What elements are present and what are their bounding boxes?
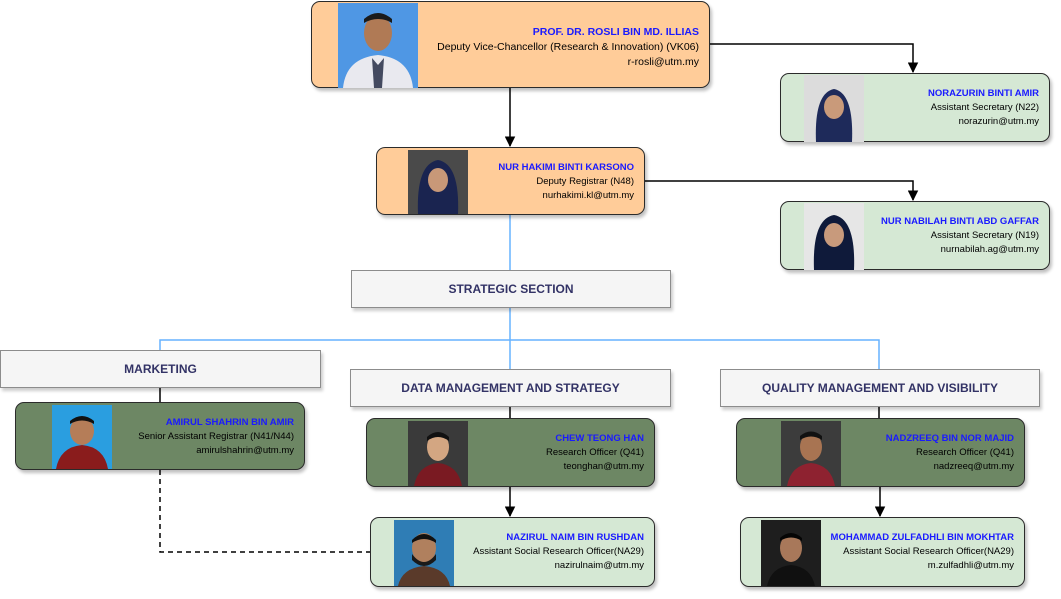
card-hakimi: NUR HAKIMI BINTI KARSONO Deputy Registra… bbox=[376, 147, 645, 215]
norazurin-name: NORAZURIN BINTI AMIR bbox=[928, 88, 1039, 99]
connector-dvc-norazurin bbox=[710, 43, 919, 74]
norazurin-photo bbox=[804, 75, 864, 142]
card-dvc: PROF. DR. ROSLI BIN MD. ILLIAS Deputy Vi… bbox=[311, 1, 710, 88]
nabilah-info: NUR NABILAH BINTI ABD GAFFAR Assistant S… bbox=[881, 215, 1039, 257]
norazurin-info: NORAZURIN BINTI AMIR Assistant Secretary… bbox=[928, 87, 1039, 129]
section-quality: QUALITY MANAGEMENT AND VISIBILITY bbox=[720, 369, 1040, 407]
dvc-title: Deputy Vice-Chancellor (Research & Innov… bbox=[437, 41, 699, 53]
dvc-name: PROF. DR. ROSLI BIN MD. ILLIAS bbox=[532, 26, 699, 38]
nadzreeq-title: Research Officer (Q41) bbox=[915, 447, 1014, 458]
zulfadhli-email: m.zulfadhli@utm.my bbox=[927, 560, 1014, 571]
hakimi-name: NUR HAKIMI BINTI KARSONO bbox=[498, 162, 634, 173]
card-norazurin: NORAZURIN BINTI AMIR Assistant Secretary… bbox=[780, 73, 1050, 142]
hakimi-title: Deputy Registrar (N48) bbox=[536, 176, 634, 187]
card-nadzreeq: NADZREEQ BIN NOR MAJID Research Officer … bbox=[736, 418, 1025, 487]
card-amirul: AMIRUL SHAHRIN BIN AMIR Senior Assistant… bbox=[15, 402, 305, 470]
hakimi-photo bbox=[408, 150, 468, 214]
nabilah-email: nurnabilah.ag@utm.my bbox=[940, 244, 1039, 255]
card-chew: CHEW TEONG HAN Research Officer (Q41) te… bbox=[366, 418, 655, 487]
chew-name: CHEW TEONG HAN bbox=[555, 433, 644, 444]
amirul-info: AMIRUL SHAHRIN BIN AMIR Senior Assistant… bbox=[138, 416, 294, 458]
connector-amirul-nazirul-dashed bbox=[159, 470, 370, 553]
nadzreeq-email: nadzreeq@utm.my bbox=[933, 461, 1014, 472]
connector-hakimi-nabilah bbox=[645, 180, 919, 202]
zulfadhli-name: MOHAMMAD ZULFADHLI BIN MOKHTAR bbox=[830, 532, 1014, 543]
nazirul-email: nazirulnaim@utm.my bbox=[554, 560, 644, 571]
zulfadhli-title: Assistant Social Research Officer(NA29) bbox=[843, 546, 1014, 557]
dvc-email: r-rosli@utm.my bbox=[627, 56, 699, 68]
nadzreeq-info: NADZREEQ BIN NOR MAJID Research Officer … bbox=[886, 432, 1014, 474]
nabilah-title: Assistant Secretary (N19) bbox=[930, 230, 1039, 241]
dvc-info: PROF. DR. ROSLI BIN MD. ILLIAS Deputy Vi… bbox=[437, 25, 699, 70]
section-strategic: STRATEGIC SECTION bbox=[351, 270, 671, 308]
chew-photo bbox=[408, 421, 468, 486]
amirul-name: AMIRUL SHAHRIN BIN AMIR bbox=[165, 417, 294, 428]
nadzreeq-name: NADZREEQ BIN NOR MAJID bbox=[885, 433, 1014, 444]
norazurin-title: Assistant Secretary (N22) bbox=[930, 102, 1039, 113]
hakimi-info: NUR HAKIMI BINTI KARSONO Deputy Registra… bbox=[498, 161, 634, 203]
nabilah-photo bbox=[804, 203, 864, 270]
amirul-photo bbox=[52, 405, 112, 469]
zulfadhli-photo bbox=[761, 520, 821, 586]
norazurin-email: norazurin@utm.my bbox=[958, 116, 1039, 127]
section-marketing: MARKETING bbox=[0, 350, 321, 388]
zulfadhli-info: MOHAMMAD ZULFADHLI BIN MOKHTAR Assistant… bbox=[831, 531, 1014, 573]
chew-email: teonghan@utm.my bbox=[563, 461, 644, 472]
card-zulfadhli: MOHAMMAD ZULFADHLI BIN MOKHTAR Assistant… bbox=[740, 517, 1025, 587]
card-nazirul: NAZIRUL NAIM BIN RUSHDAN Assistant Socia… bbox=[370, 517, 655, 587]
hakimi-email: nurhakimi.kl@utm.my bbox=[542, 190, 634, 201]
nazirul-title: Assistant Social Research Officer(NA29) bbox=[473, 546, 644, 557]
nadzreeq-photo bbox=[781, 421, 841, 486]
connector-branch-bar bbox=[159, 339, 880, 369]
dvc-photo bbox=[338, 3, 418, 88]
chew-title: Research Officer (Q41) bbox=[545, 447, 644, 458]
nazirul-name: NAZIRUL NAIM BIN RUSHDAN bbox=[506, 532, 644, 543]
section-data: DATA MANAGEMENT AND STRATEGY bbox=[350, 369, 671, 407]
amirul-email: amirulshahrin@utm.my bbox=[196, 445, 294, 456]
amirul-title: Senior Assistant Registrar (N41/N44) bbox=[138, 431, 294, 442]
nabilah-name: NUR NABILAH BINTI ABD GAFFAR bbox=[881, 216, 1039, 227]
card-nabilah: NUR NABILAH BINTI ABD GAFFAR Assistant S… bbox=[780, 201, 1050, 270]
nazirul-photo bbox=[394, 520, 454, 586]
nazirul-info: NAZIRUL NAIM BIN RUSHDAN Assistant Socia… bbox=[473, 531, 644, 573]
chew-info: CHEW TEONG HAN Research Officer (Q41) te… bbox=[546, 432, 644, 474]
